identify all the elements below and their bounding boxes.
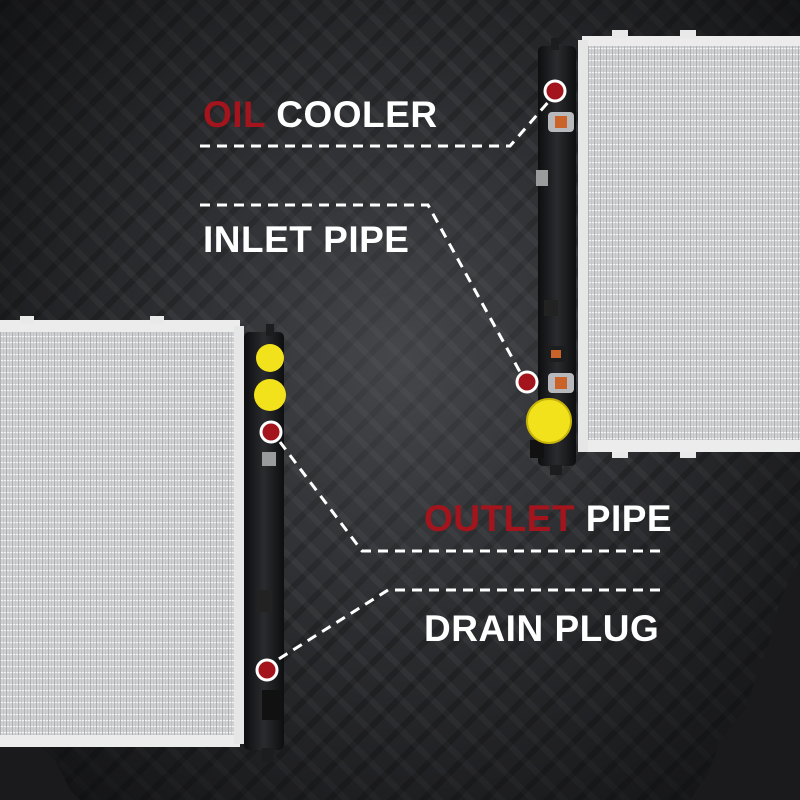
radiator-core: [0, 330, 238, 742]
leader-lines: [200, 99, 660, 664]
label-outlet-pipe: OUTLET PIPE: [424, 498, 673, 539]
label-oil-cooler: OIL COOLER: [203, 94, 438, 135]
leader-drain-plug: [273, 588, 660, 664]
radiator-top: [515, 30, 800, 475]
leader-oil-cooler: [200, 99, 552, 148]
radiator-bottom: [0, 316, 286, 762]
leader-inlet-pipe: [200, 203, 522, 373]
torn-corner: [690, 560, 800, 800]
label-inlet-pipe: INLET PIPE: [203, 219, 410, 260]
yellow-cap: [527, 399, 571, 443]
marker-oil-cooler: [543, 79, 567, 103]
marker-outlet-pipe: [259, 420, 283, 444]
leader-outlet-pipe: [278, 441, 660, 553]
yellow-cap: [256, 344, 284, 372]
radiator-core: [588, 40, 800, 450]
marker-inlet-pipe: [515, 370, 539, 394]
label-drain-plug: DRAIN PLUG: [424, 608, 660, 649]
marker-drain-plug: [255, 658, 279, 682]
yellow-cap: [254, 379, 286, 411]
